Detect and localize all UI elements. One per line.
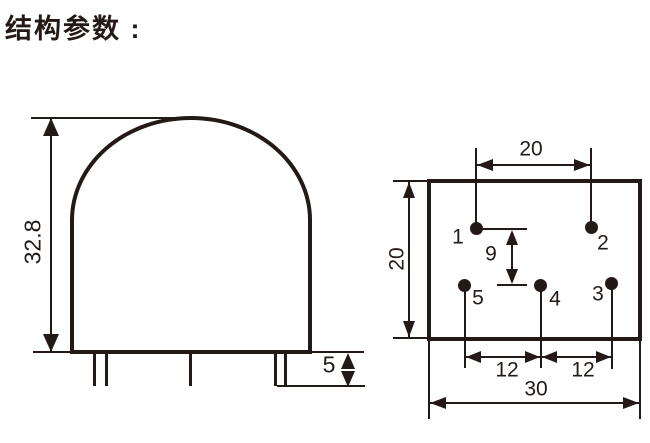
pin-length-arrowhead-top <box>341 353 355 369</box>
front-height-dim-label: 32.8 <box>19 219 46 265</box>
pin2-extension-line <box>590 148 592 228</box>
pin-dot-3 <box>605 277 618 290</box>
front-body-outline <box>70 116 312 354</box>
pitch43-arrowhead-right <box>596 351 611 363</box>
pin5-extension-line <box>464 286 466 368</box>
depth-arrowhead-bottom <box>403 321 415 337</box>
row-spacing-dim-label: 9 <box>485 242 497 266</box>
pin3-extension-line <box>611 284 613 369</box>
pin-dot-4 <box>534 279 547 292</box>
top-pitch-arrowhead-right <box>574 159 590 171</box>
pin-dot-2 <box>585 221 598 234</box>
pin4-extension-line <box>540 286 542 368</box>
depth-dim-line <box>408 182 410 337</box>
front-pin <box>284 354 287 386</box>
pitch43-dim-label: 12 <box>571 358 595 382</box>
front-pin <box>93 354 96 386</box>
top-pitch-dim-line <box>477 164 591 166</box>
pin-dot-5 <box>458 279 471 292</box>
pin-label-4: 4 <box>549 287 561 311</box>
pin-dot-1 <box>470 222 483 235</box>
width-dim-line <box>429 402 640 404</box>
bottom-body-outline <box>427 179 642 341</box>
width-arrowhead-right <box>623 397 639 409</box>
pitch54-dim-label: 12 <box>495 358 519 382</box>
row-spacing-ref-line-top <box>479 228 527 230</box>
depth-extension-line-bottom <box>393 337 429 339</box>
front-pin <box>105 354 108 386</box>
pin-length-arrowhead-bottom <box>341 371 355 387</box>
width-extension-line-right <box>639 340 641 419</box>
depth-arrowhead-top <box>403 182 415 198</box>
pin-label-3: 3 <box>592 282 604 306</box>
pitch54-arrowhead-right <box>525 351 540 363</box>
top-pitch-arrowhead-left <box>477 159 493 171</box>
row-spacing-ref-line-bottom <box>497 284 527 286</box>
page-title: 结构参数 : <box>5 14 142 44</box>
top-pitch-dim-label: 20 <box>519 137 543 161</box>
pin-length-dim-label: 5 <box>322 351 336 378</box>
pin-length-baseline <box>277 385 365 387</box>
width-extension-line-left <box>428 340 430 419</box>
front-height-dim-line <box>50 119 52 352</box>
pitch43-arrowhead-left <box>542 351 557 363</box>
front-height-arrowhead-bottom <box>43 334 59 352</box>
width-dim-label: 30 <box>524 377 548 401</box>
front-height-arrowhead-top <box>43 118 59 136</box>
front-pin <box>274 354 277 386</box>
width-arrowhead-left <box>430 397 446 409</box>
pin-label-2: 2 <box>597 231 609 255</box>
front-pin <box>189 354 192 386</box>
front-top-extension-line <box>31 117 198 119</box>
pin-label-1: 1 <box>452 225 464 249</box>
front-baseline <box>33 351 364 353</box>
depth-extension-line-top <box>393 180 429 182</box>
row-spacing-arrowhead-top <box>506 230 518 245</box>
depth-dim-label: 20 <box>385 247 409 271</box>
pin-label-5: 5 <box>472 286 484 310</box>
pitch54-arrowhead-left <box>466 351 481 363</box>
pin1-extension-line <box>475 148 477 229</box>
row-spacing-dim-line <box>511 236 513 280</box>
row-spacing-arrowhead-bottom <box>506 269 518 284</box>
